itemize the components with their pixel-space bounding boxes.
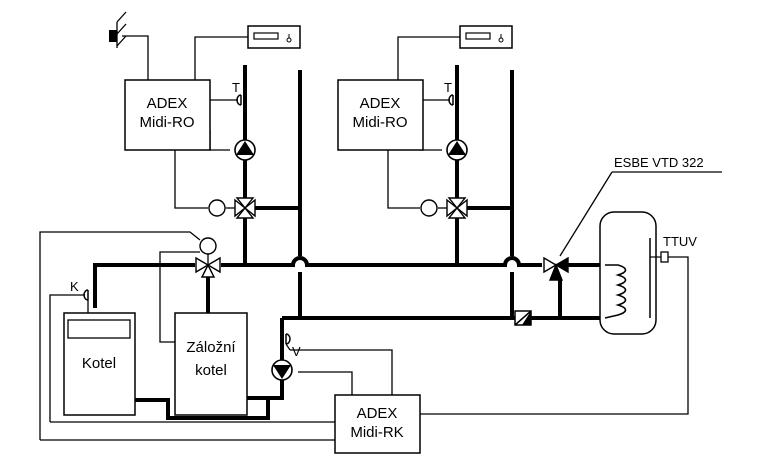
wire-left-pump xyxy=(209,130,230,151)
t-sensor-left: T xyxy=(232,80,242,106)
hot-water-tank: TTUV xyxy=(599,211,697,335)
esbe-valve-label: ESBE VTD 322 xyxy=(614,155,704,170)
wire-ttuv xyxy=(420,256,689,415)
pipe-kotel-supply xyxy=(93,263,195,308)
wire-right-servo xyxy=(387,150,420,209)
outdoor-sensor-icon xyxy=(109,11,127,48)
pump-main-icon xyxy=(271,359,293,381)
esbe-valve-icon: ESBE VTD 322 xyxy=(543,155,704,281)
pipe-boiler-return xyxy=(135,380,284,420)
boiler-main: Kotel xyxy=(63,312,136,416)
t-sensor-right: T xyxy=(444,80,454,106)
switching-valve-backup-icon xyxy=(195,237,221,278)
controller-ro-left: ADEX Midi-RO xyxy=(124,79,211,151)
controller-rk-line2: Midi-RK xyxy=(350,424,403,441)
mixing-valve-left-icon xyxy=(208,197,256,219)
check-valve-icon xyxy=(514,310,532,326)
wire-pump-to-rk xyxy=(298,371,353,395)
room-unit-left xyxy=(247,25,301,49)
boiler-backup-line2: kotel xyxy=(195,362,227,379)
esbe-leader xyxy=(559,171,613,257)
pipe-supply-header xyxy=(221,256,542,267)
wire-left-room-unit xyxy=(194,36,248,80)
controller-rk-line1: ADEX xyxy=(357,405,398,422)
controller-ro-right-line2: Midi-RO xyxy=(353,114,408,131)
room-unit-right xyxy=(459,25,513,49)
v-sensor: V xyxy=(285,333,301,359)
t-sensor-right-label: T xyxy=(444,80,452,95)
controller-ro-left-line2: Midi-RO xyxy=(140,114,195,131)
wire-right-pump xyxy=(421,130,442,151)
controller-ro-right: ADEX Midi-RO xyxy=(337,79,424,151)
controller-ro-left-line1: ADEX xyxy=(147,95,188,112)
pump-left-icon xyxy=(234,139,256,161)
pump-right-icon xyxy=(446,139,468,161)
signal-lines xyxy=(39,35,722,441)
k-sensor: K xyxy=(70,279,89,313)
wire-right-room-unit xyxy=(397,36,460,80)
controller-rk: ADEX Midi-RK xyxy=(334,394,421,454)
boiler-main-label: Kotel xyxy=(82,355,116,372)
controller-ro-right-line1: ADEX xyxy=(360,95,401,112)
t-sensor-left-label: T xyxy=(232,80,240,95)
wire-left-servo xyxy=(174,150,208,209)
wire-v-sensor xyxy=(290,349,393,395)
wire-k-sensor xyxy=(49,294,85,422)
boiler-backup: Záložní kotel xyxy=(174,312,248,416)
boiler-backup-line1: Záložní xyxy=(186,339,236,356)
wire-backup-servo-loop xyxy=(39,231,201,440)
wire-outdoor-sensor xyxy=(122,35,149,80)
ttuv-sensor-label: TTUV xyxy=(663,234,697,249)
v-sensor-label: V xyxy=(292,344,301,359)
ttuv-sensor-icon xyxy=(660,251,669,263)
wire-backup-boiler xyxy=(159,251,200,343)
pipes xyxy=(93,65,605,420)
mixing-valve-right-icon xyxy=(420,197,468,219)
k-sensor-label: K xyxy=(70,279,79,294)
